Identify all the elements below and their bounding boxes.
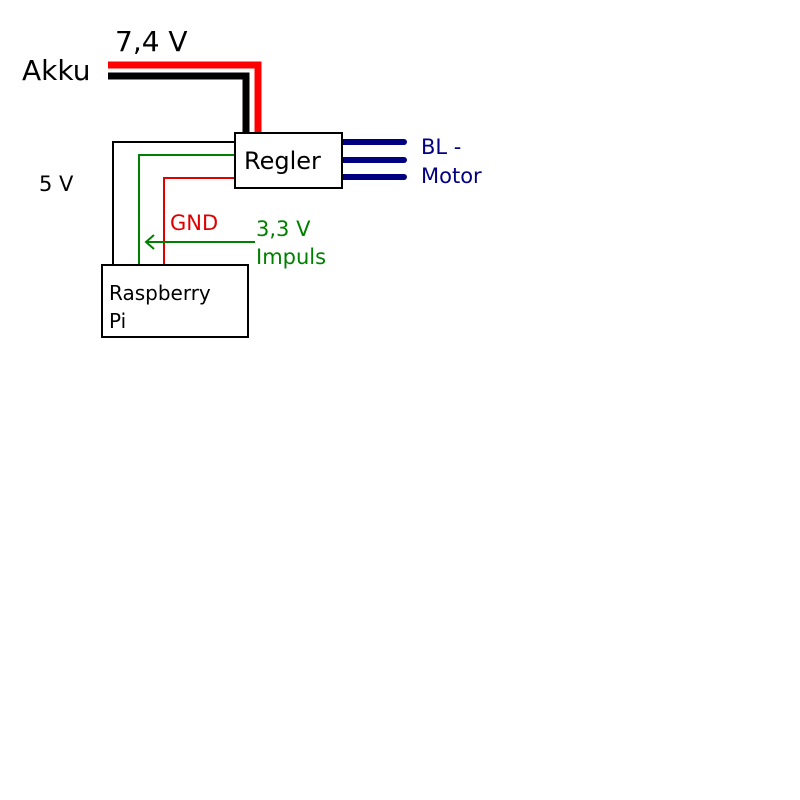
- motor-label-line1: BL -: [421, 135, 461, 159]
- ground-label: GND: [170, 211, 218, 235]
- battery-positive-wire: [108, 61, 262, 136]
- battery-label: Akku: [22, 54, 90, 87]
- raspberry-pi-label-line1: Raspberry: [109, 281, 211, 305]
- supply-voltage-label: 5 V: [39, 172, 74, 196]
- battery-voltage-label: 7,4 V: [115, 25, 188, 58]
- signal-wire: [138, 154, 235, 265]
- signal-label-line2: Impuls: [256, 245, 326, 269]
- battery-negative-wire: [108, 72, 250, 136]
- signal-arrow-head: [144, 234, 155, 250]
- motor-label-line2: Motor: [421, 164, 482, 188]
- supply-5v-wire: [112, 141, 235, 265]
- raspberry-pi-label-line2: Pi: [109, 309, 126, 333]
- motor-wires: [339, 139, 407, 180]
- signal-label-line1: 3,3 V: [256, 217, 311, 241]
- raspberry-pi-box: [101, 264, 249, 338]
- controller-label: Regler: [244, 147, 321, 175]
- controller-box: [234, 132, 343, 189]
- ground-wire: [163, 177, 235, 265]
